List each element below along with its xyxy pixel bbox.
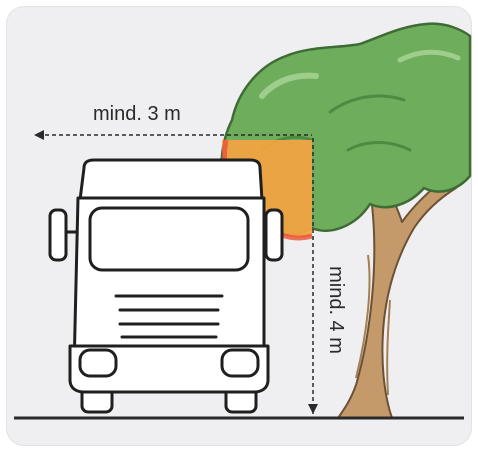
windshield: [90, 208, 248, 270]
truck: [50, 160, 282, 412]
left-mirror: [50, 210, 66, 260]
left-headlight: [80, 350, 116, 376]
horizontal-clearance-label: mind. 3 m: [93, 104, 181, 124]
vertical-clearance-label: mind. 4 m: [326, 266, 346, 354]
right-mirror: [266, 210, 282, 260]
right-headlight: [222, 350, 258, 376]
